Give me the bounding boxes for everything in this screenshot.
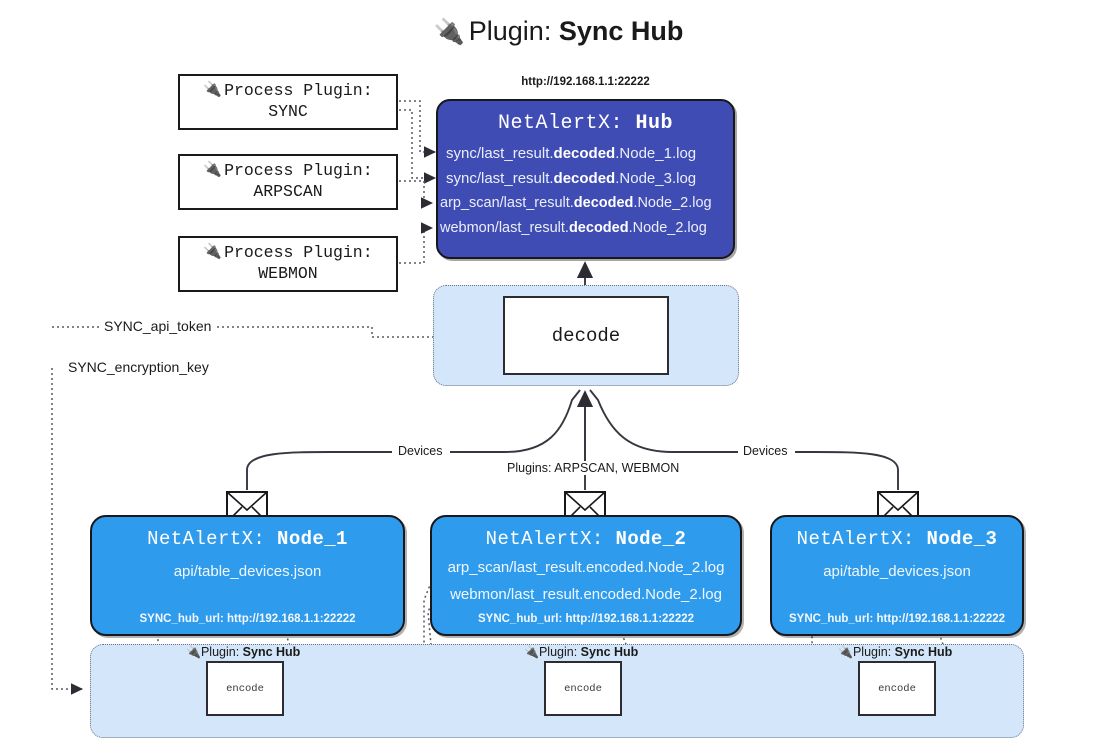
node-title-prefix: NetAlertX: [485, 528, 604, 550]
log-post: .Node_2.log [633, 195, 712, 211]
log-post: .Node_1.log [615, 145, 697, 162]
process-plugin-name: SYNC [268, 102, 308, 121]
log-post: .Node_3.log [615, 170, 697, 187]
plug-icon: 🔌 [203, 82, 223, 100]
node-title-prefix: NetAlertX: [796, 528, 915, 550]
log-pre: webmon/last_result. [440, 220, 569, 236]
log-post: .Node_2.log [628, 220, 707, 236]
edge-label-devices-left: Devices [395, 444, 446, 458]
log-pre: sync/last_result. [446, 170, 554, 187]
encode-box-3[interactable]: encode [858, 661, 936, 716]
plug-icon: 🔌 [838, 645, 853, 659]
node-title-prefix: NetAlertX: [147, 528, 266, 550]
node-title-name: Node_3 [926, 528, 998, 550]
edge-label-devices-right: Devices [740, 444, 791, 458]
encode-box-2[interactable]: encode [544, 661, 622, 716]
hub-log-line: arp_scan/last_result.decoded.Node_2.log [438, 191, 733, 216]
encode-plugin-label-2: 🔌Plugin: Sync Hub [524, 645, 638, 659]
hub-log-list: sync/last_result.decoded.Node_1.log sync… [438, 141, 733, 241]
node-title-name: Node_1 [277, 528, 348, 550]
node-line: api/table_devices.json [173, 563, 322, 580]
log-pre: sync/last_result. [446, 145, 554, 162]
node-title: NetAlertX: Node_2 [432, 528, 740, 550]
node-line: webmon/last_result.encoded.Node_2.log [450, 586, 722, 603]
node-title-name: Node_2 [615, 528, 687, 550]
process-plugin-sync[interactable]: 🔌Process Plugin: SYNC [178, 74, 398, 130]
plug-icon: 🔌 [203, 244, 223, 262]
encode-plugin-name: Sync Hub [894, 645, 953, 659]
plug-icon: 🔌 [433, 18, 465, 46]
sync-api-token-label: SYNC_api_token [100, 318, 216, 334]
encode-plugin-name: Sync Hub [242, 645, 301, 659]
hub-title-prefix: NetAlertX: [497, 112, 623, 135]
decode-box[interactable]: decode [503, 296, 669, 375]
node-footer: SYNC_hub_url: http://192.168.1.1:22222 [139, 613, 356, 625]
page-title-name: Sync Hub [558, 16, 684, 46]
process-plugin-arpscan[interactable]: 🔌Process Plugin: ARPSCAN [178, 154, 398, 210]
node-1[interactable]: NetAlertX: Node_1 api/table_devices.json… [90, 515, 405, 636]
encode-plugin-prefix: Plugin: [200, 645, 240, 659]
hub-title: NetAlertX: Hub [438, 112, 733, 135]
node-footer: SYNC_hub_url: http://192.168.1.1:22222 [477, 613, 695, 625]
encode-plugin-prefix: Plugin: [538, 645, 578, 659]
hub-title-name: Hub [635, 112, 674, 135]
encode-plugin-label-1: 🔌Plugin: Sync Hub [186, 645, 300, 659]
process-plugin-label: Process Plugin: [224, 161, 373, 181]
node-2[interactable]: NetAlertX: Node_2 arp_scan/last_result.e… [430, 515, 742, 636]
log-pre: arp_scan/last_result. [440, 195, 574, 211]
process-plugin-name: WEBMON [258, 264, 318, 283]
page-title: 🔌Plugin: Sync Hub [0, 16, 1117, 47]
log-mid: decoded [573, 195, 634, 211]
log-mid: decoded [568, 220, 629, 236]
encode-plugin-prefix: Plugin: [852, 645, 892, 659]
plug-icon: 🔌 [203, 162, 223, 180]
edge-label-plugins-center: Plugins: ARPSCAN, WEBMON [504, 461, 683, 475]
node-footer: SYNC_hub_url: http://192.168.1.1:22222 [788, 613, 1006, 625]
hub-log-line: sync/last_result.decoded.Node_3.log [438, 166, 733, 191]
process-plugin-label: Process Plugin: [224, 81, 373, 101]
encode-plugin-label-3: 🔌Plugin: Sync Hub [838, 645, 952, 659]
hub-url: http://192.168.1.1:22222 [521, 76, 650, 88]
node-line: api/table_devices.json [823, 563, 971, 580]
node-line: arp_scan/last_result.encoded.Node_2.log [447, 559, 725, 576]
node-title: NetAlertX: Node_3 [772, 528, 1022, 550]
page-title-prefix: Plugin: [468, 16, 552, 46]
process-plugin-label: Process Plugin: [224, 243, 373, 263]
plug-icon: 🔌 [524, 645, 539, 659]
sync-encryption-key-label: SYNC_encryption_key [64, 359, 213, 375]
log-mid: decoded [553, 170, 616, 187]
hub-node[interactable]: NetAlertX: Hub sync/last_result.decoded.… [436, 99, 735, 259]
hub-log-line: sync/last_result.decoded.Node_1.log [438, 141, 733, 166]
node-title: NetAlertX: Node_1 [92, 528, 403, 550]
log-mid: decoded [553, 145, 616, 162]
encode-box-1[interactable]: encode [206, 661, 284, 716]
process-plugin-name: ARPSCAN [253, 182, 323, 201]
encode-plugin-name: Sync Hub [580, 645, 639, 659]
plug-icon: 🔌 [186, 645, 201, 659]
process-plugin-webmon[interactable]: 🔌Process Plugin: WEBMON [178, 236, 398, 292]
node-3[interactable]: NetAlertX: Node_3 api/table_devices.json… [770, 515, 1024, 636]
hub-log-line: webmon/last_result.decoded.Node_2.log [438, 216, 733, 241]
